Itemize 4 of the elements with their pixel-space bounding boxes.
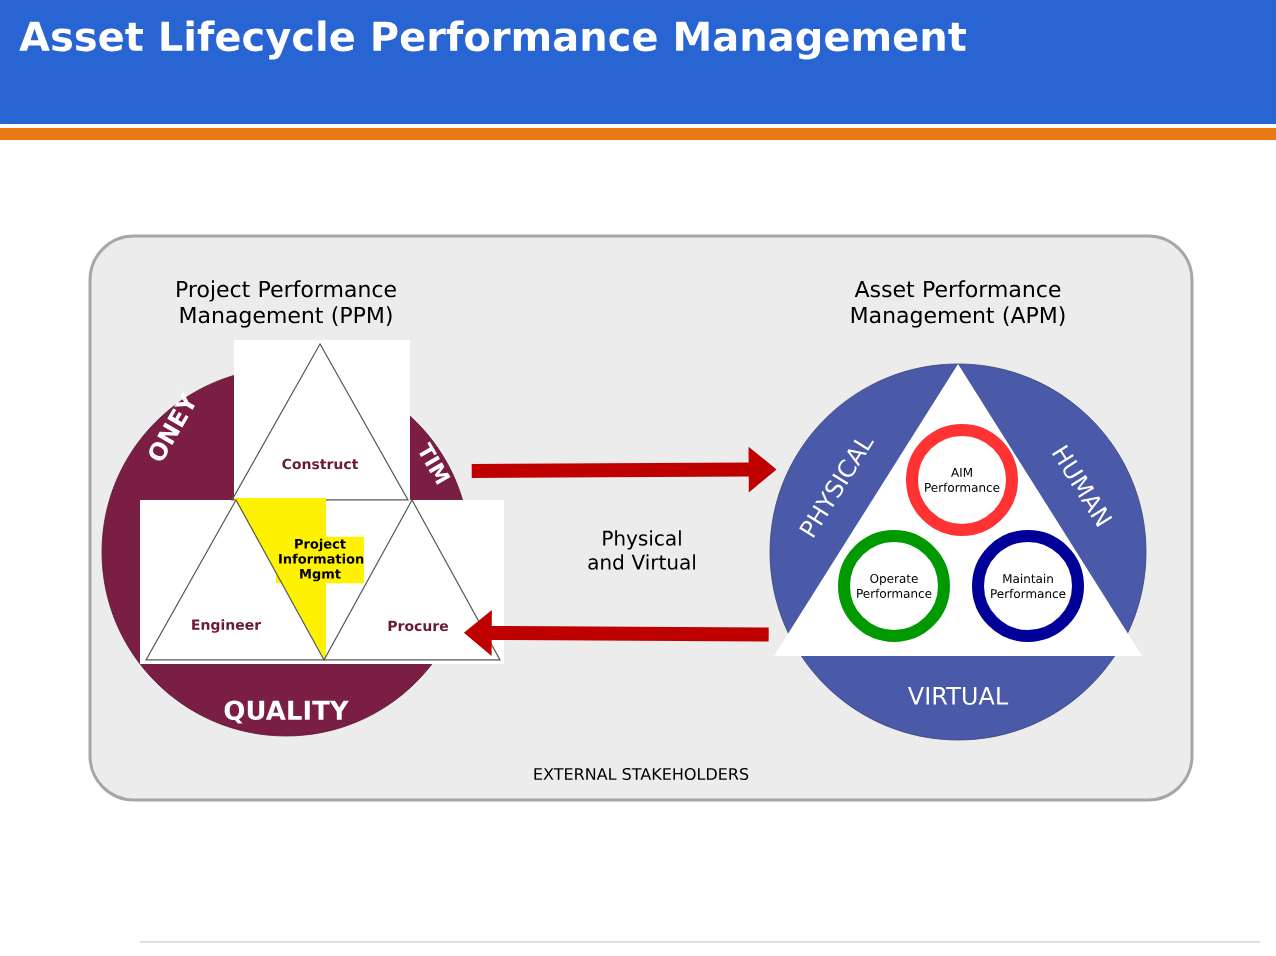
flow-label: Physical and Virtual: [588, 530, 695, 570]
title-banner: Asset Lifecycle Performance Management: [0, 0, 1276, 140]
node-label: Project Performance Management (PPM): [177, 280, 396, 328]
node-label: Asset Performance Management (APM): [851, 280, 1065, 328]
